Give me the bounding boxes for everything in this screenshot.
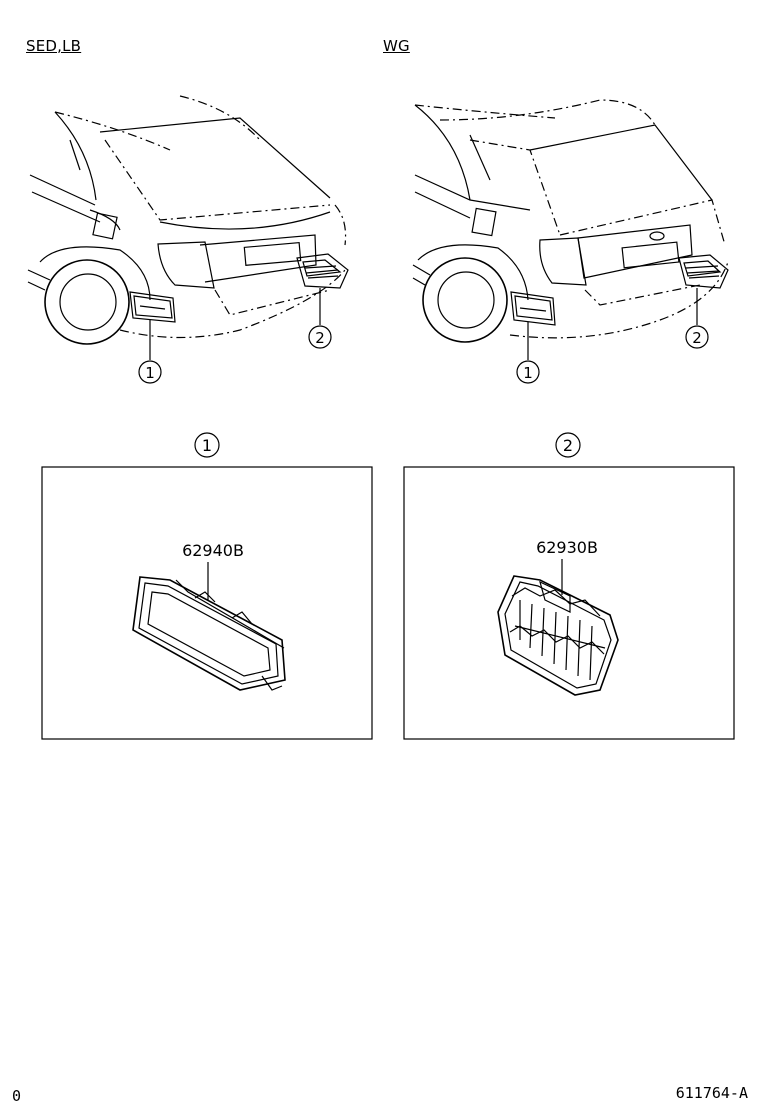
wagon-duct-2 — [678, 254, 729, 289]
callout-2-wagon: 2 — [685, 325, 709, 349]
svg-text:1: 1 — [523, 364, 533, 382]
footer-left-code: 0 — [12, 1087, 22, 1105]
sedan-duct-1 — [129, 291, 176, 323]
callout-1-wagon: 1 — [516, 360, 540, 384]
part-number-62940B: 62940B — [182, 541, 244, 560]
panel-2-index: 2 — [555, 432, 581, 458]
sedan-illustration — [27, 95, 349, 360]
panel-1-index: 1 — [194, 432, 220, 458]
svg-text:1: 1 — [202, 436, 212, 455]
figure-id: 611764-A — [675, 1084, 748, 1102]
callout-1-sedan: 1 — [138, 360, 162, 384]
callout-2-sedan: 2 — [308, 325, 332, 349]
svg-text:2: 2 — [563, 436, 573, 455]
wagon-illustration — [412, 99, 729, 360]
part-62940B-drawing — [132, 576, 286, 691]
part-number-62930B: 62930B — [536, 538, 598, 557]
variant-label-wagon: WG — [383, 37, 410, 55]
svg-text:2: 2 — [692, 329, 702, 347]
sedan-duct-2 — [296, 253, 349, 289]
variant-label-sedan: SED,LB — [26, 37, 82, 55]
detail-panel-2 — [403, 466, 735, 740]
wagon-duct-1 — [510, 291, 556, 326]
svg-text:2: 2 — [315, 329, 325, 347]
svg-text:1: 1 — [145, 364, 155, 382]
detail-panel-1 — [41, 466, 373, 740]
part-62930B-drawing — [497, 575, 619, 696]
